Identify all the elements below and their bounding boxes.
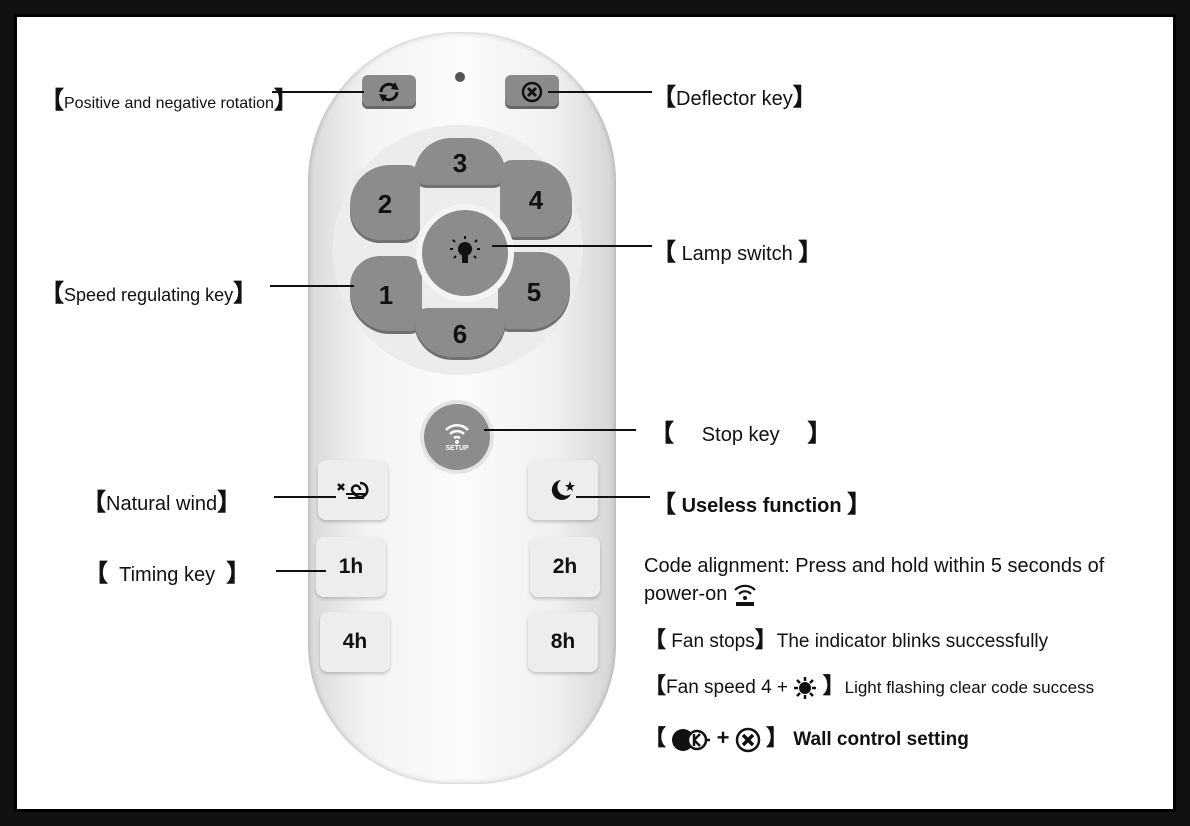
label-text: Deflector key xyxy=(676,88,793,110)
label-lamp: 【 Lamp switch 】 xyxy=(652,232,822,267)
stop-button-text: SETUP xyxy=(445,445,469,452)
label-timing: 【 Timing key 】 xyxy=(84,553,250,588)
speed-key-label: 1 xyxy=(378,279,394,310)
useless-function-key[interactable] xyxy=(528,460,598,520)
wall-control-note: 【 + 】 Wall control setting xyxy=(644,720,1164,753)
bracket-close: 】 xyxy=(766,725,789,750)
speed-key-4[interactable]: 4 xyxy=(500,160,572,240)
callout-line-deflector xyxy=(548,91,652,93)
label-text: Lamp switch xyxy=(681,243,793,265)
bracket-close: 】 xyxy=(754,627,777,652)
fan-stops-text: Fan stops xyxy=(671,631,755,652)
rotation-icon xyxy=(376,81,402,103)
bracket-open: 【 xyxy=(652,239,676,266)
timer-8h-key[interactable]: 8h xyxy=(528,612,598,672)
wifi-setup-icon xyxy=(444,422,470,444)
speed-key-label: 6 xyxy=(452,318,468,349)
notes-panel: Code alignment: Press and hold within 5 … xyxy=(644,552,1164,753)
sun-icon xyxy=(793,676,817,700)
label-stop: 【 Stop key 】 xyxy=(650,413,831,448)
label-text: Natural wind xyxy=(106,493,218,515)
bracket-open: 【 xyxy=(644,627,667,652)
bracket-close: 】 xyxy=(273,87,298,114)
k-icon xyxy=(671,727,711,753)
bracket-open: 【 xyxy=(82,489,106,516)
fan-speed-desc: Light flashing clear code success xyxy=(844,678,1095,697)
speed-key-label: 4 xyxy=(528,184,544,215)
fan-speed-text: Fan speed 4 + xyxy=(666,677,789,698)
rotation-key[interactable] xyxy=(362,75,416,109)
bracket-open: 【 xyxy=(652,84,676,111)
speed-key-6[interactable]: 6 xyxy=(414,308,506,360)
moon-star-icon xyxy=(549,478,577,502)
code-alignment-note: Code alignment: Press and hold within 5 … xyxy=(644,552,1164,608)
bracket-close: 】 xyxy=(792,84,817,111)
fan-stops-note: 【 Fan stops】The indicator blinks success… xyxy=(644,622,1164,654)
bracket-close: 】 xyxy=(847,491,872,518)
label-text: Stop key xyxy=(701,424,780,446)
speed-key-label: 5 xyxy=(526,276,542,307)
timer-label: 1h xyxy=(338,555,364,578)
callout-line-timing xyxy=(276,570,326,572)
label-useless: 【 Useless function 】 xyxy=(652,484,871,519)
bracket-close: 】 xyxy=(226,560,251,587)
label-speed: 【Speed regulating key】 xyxy=(40,273,257,308)
indicator-led xyxy=(455,72,465,82)
bracket-open: 【 xyxy=(650,420,674,447)
callout-line-speed xyxy=(270,285,354,287)
wall-control-text: Wall control setting xyxy=(793,729,969,750)
label-text: Positive and negative rotation xyxy=(64,95,274,112)
timer-label: 8h xyxy=(550,630,576,653)
label-rotation: 【Positive and negative rotation】 xyxy=(40,80,298,115)
callout-line-lamp xyxy=(492,245,652,247)
natural-wind-icon xyxy=(336,479,370,501)
timer-1h-key[interactable]: 1h xyxy=(316,537,386,597)
lamp-icon xyxy=(447,234,483,272)
plus-sign: + xyxy=(716,725,730,750)
timer-2h-key[interactable]: 2h xyxy=(530,537,600,597)
bracket-open: 【 xyxy=(40,87,64,114)
bracket-close: 】 xyxy=(798,239,823,266)
lamp-switch-button[interactable] xyxy=(416,204,514,302)
bracket-open: 【 xyxy=(652,491,676,518)
bracket-close: 】 xyxy=(217,489,242,516)
callout-line-natural xyxy=(274,496,336,498)
natural-wind-key[interactable] xyxy=(318,460,388,520)
stop-button[interactable]: SETUP xyxy=(424,404,490,470)
wifi-setup-icon xyxy=(733,583,757,607)
label-text: Timing key xyxy=(119,564,216,586)
label-deflector: 【Deflector key】 xyxy=(652,77,817,112)
deflector-icon xyxy=(735,727,761,753)
bracket-open: 【 xyxy=(644,725,667,750)
callout-line-useless xyxy=(576,496,650,498)
callout-line-stop xyxy=(484,429,636,431)
callout-line-rotation xyxy=(272,91,364,93)
label-natural: 【Natural wind】 xyxy=(82,482,241,517)
deflector-icon xyxy=(521,81,543,103)
bracket-open: 【 xyxy=(84,560,108,587)
bracket-open: 【 xyxy=(644,673,667,698)
bracket-close: 】 xyxy=(233,280,258,307)
speed-key-2[interactable]: 2 xyxy=(350,165,420,243)
bracket-close: 】 xyxy=(822,673,845,698)
speed-key-1[interactable]: 1 xyxy=(350,256,422,334)
timer-4h-key[interactable]: 4h xyxy=(320,612,390,672)
speed-key-3[interactable]: 3 xyxy=(414,138,506,188)
timer-label: 2h xyxy=(552,555,578,578)
bracket-open: 【 xyxy=(40,280,64,307)
speed-key-label: 2 xyxy=(377,188,393,219)
fan-speed-note: 【Fan speed 4 + 】Light flashing clear cod… xyxy=(644,668,1164,700)
speed-key-label: 3 xyxy=(452,147,468,178)
timer-label: 4h xyxy=(342,630,368,653)
label-text: Useless function xyxy=(681,495,842,517)
fan-stops-desc: The indicator blinks successfully xyxy=(776,631,1049,652)
code-alignment-text: Code alignment: Press and hold within 5 … xyxy=(644,555,1105,605)
bracket-close: 】 xyxy=(807,420,832,447)
label-text: Speed regulating key xyxy=(64,285,234,305)
